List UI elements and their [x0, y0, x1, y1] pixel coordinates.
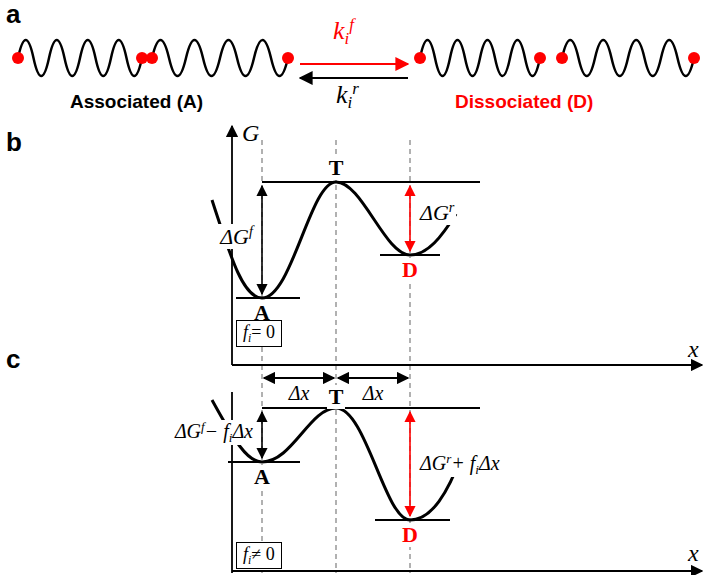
- subscript: i: [475, 462, 479, 477]
- label-text: Δx: [232, 420, 253, 442]
- panel-letter: b: [6, 128, 22, 157]
- subscript: i: [229, 430, 233, 445]
- energy-curves: [212, 182, 462, 520]
- forward-arrow: [300, 63, 408, 65]
- label-text: ΔG: [175, 420, 201, 442]
- label-text: b: [6, 127, 22, 157]
- label-text: − f: [205, 420, 229, 442]
- label-text: G: [242, 120, 259, 146]
- label-text: x: [688, 540, 699, 566]
- superscript: f: [201, 419, 205, 434]
- label-text: T: [329, 155, 344, 180]
- state-label: Associated (A): [70, 92, 203, 113]
- superscript: r: [352, 79, 359, 98]
- barrier-arrow: [409, 186, 411, 251]
- distance-label: Δx: [363, 382, 384, 404]
- state-letter: D: [400, 523, 420, 547]
- label-text: f: [243, 322, 248, 342]
- axes: [232, 126, 702, 573]
- axis-label: x: [688, 540, 699, 566]
- energy-label: ΔGr: [418, 200, 456, 225]
- distance-label: Δx: [289, 382, 310, 404]
- subscript: i: [248, 332, 251, 345]
- label-text: = 0: [251, 322, 275, 342]
- superscript: f: [249, 223, 253, 239]
- label-text: f: [243, 544, 248, 564]
- sticker-dots: [12, 52, 700, 64]
- label-text: Δx: [289, 382, 310, 404]
- state-letter: D: [400, 258, 420, 282]
- energy-label: ΔGf− fiΔx: [173, 420, 255, 445]
- panel-letter: a: [6, 0, 20, 29]
- label-text: D: [402, 257, 418, 282]
- subscript: i: [248, 554, 251, 567]
- condition-box: fi= 0: [236, 320, 282, 347]
- label-text: ΔG: [420, 452, 446, 474]
- rate-constant: kir: [336, 80, 359, 113]
- dashed-guides: [262, 140, 410, 573]
- label-text: T: [329, 384, 344, 409]
- superscript: r: [446, 451, 451, 466]
- barrier-arrow: [409, 412, 411, 516]
- label-text: x: [688, 336, 699, 362]
- label-text: + f: [451, 452, 475, 474]
- superscript: f: [349, 15, 354, 34]
- label-text: k: [333, 16, 345, 45]
- axis-label: G: [242, 120, 259, 146]
- energy-label: ΔGf: [218, 224, 255, 249]
- axis-label: x: [688, 336, 699, 362]
- label-text: ΔG: [420, 200, 449, 225]
- condition-box: fi≠ 0: [236, 542, 282, 569]
- energy-label: ΔGr+ fiΔx: [418, 452, 502, 477]
- panel-letter: c: [6, 345, 20, 374]
- label-text: c: [6, 344, 20, 374]
- label-text: Δx: [363, 382, 384, 404]
- barrier-arrow: [261, 186, 263, 294]
- label-text: Δx: [479, 452, 500, 474]
- label-text: ΔG: [220, 224, 249, 249]
- label-text: Associated (A): [70, 91, 203, 112]
- label-text: ≠ 0: [251, 544, 274, 564]
- subscript: i: [345, 29, 350, 48]
- label-text: Dissociated (D): [455, 91, 593, 112]
- state-letter: A: [252, 465, 272, 489]
- subscript: i: [348, 93, 353, 112]
- state-letter: T: [327, 385, 346, 409]
- label-text: k: [336, 80, 348, 109]
- label-text: D: [402, 522, 418, 547]
- state-label: Dissociated (D): [455, 92, 593, 113]
- polymer-chains: [18, 40, 694, 76]
- barrier-arrow: [261, 412, 263, 458]
- label-text: a: [6, 0, 20, 29]
- reverse-arrow: [300, 77, 408, 79]
- rate-constant: kif: [333, 16, 354, 49]
- superscript: r: [449, 199, 455, 215]
- label-text: A: [254, 464, 270, 489]
- state-letter: T: [327, 156, 346, 180]
